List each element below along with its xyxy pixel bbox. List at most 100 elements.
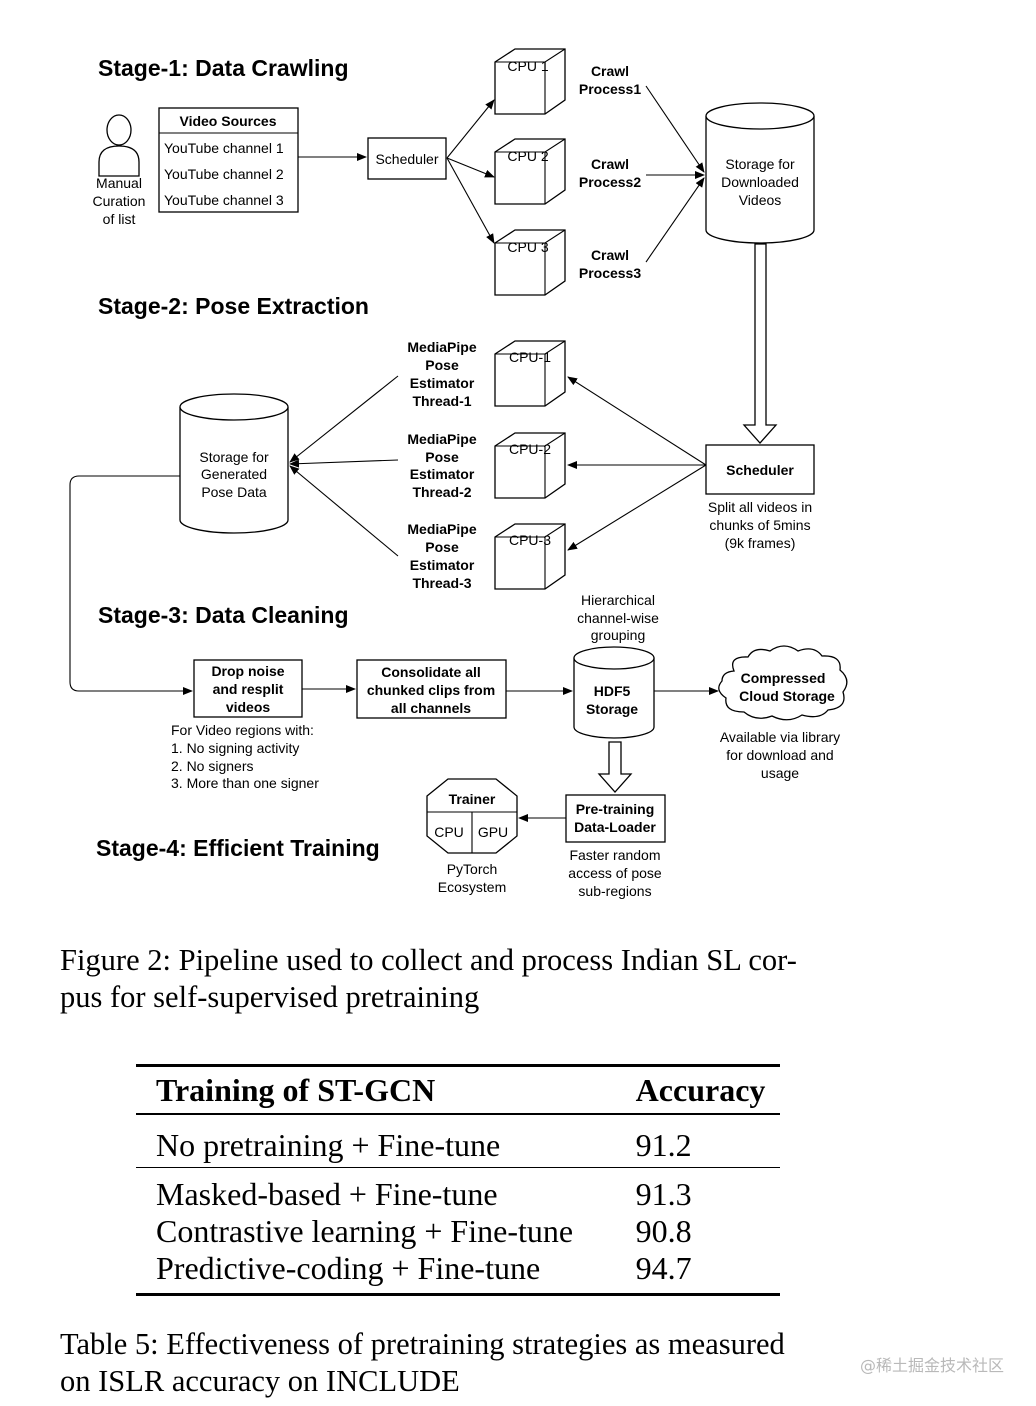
cpu-cube-s2-3: CPU-3 [494, 523, 566, 590]
cpu-cube-2: CPU 2 [494, 138, 566, 205]
table-cell: Contrastive learning + Fine-tune [156, 1213, 574, 1249]
dataloader-note: Faster random [569, 847, 660, 863]
cpu-cube-3: CPU 3 [494, 229, 566, 296]
table-cell: 90.8 [635, 1213, 692, 1249]
down-arrow-icon [597, 741, 633, 793]
scheduler-stage2: Scheduler [705, 444, 815, 495]
storage-pose-label: Generated [201, 466, 267, 482]
storage-pose-label: Pose Data [201, 484, 267, 500]
video-sources-list: Video Sources YouTube channel 1 YouTube … [158, 107, 299, 213]
stage-3-title: Stage-3: Data Cleaning [98, 602, 349, 628]
grouping-note: grouping [591, 627, 646, 643]
cloud-storage: Compressed Cloud Storage [718, 645, 848, 721]
pose-thread-label: Estimator [410, 466, 475, 482]
pose-thread-label: Pose [425, 357, 459, 373]
dataloader-label: Pre-training [576, 801, 655, 817]
pose-thread-label: MediaPipe [407, 521, 476, 537]
manual-curation-label-3: of list [103, 211, 136, 227]
crawl-process-label: Process3 [579, 265, 641, 281]
drop-noise-label: videos [226, 699, 271, 715]
trainer-cpu-label: CPU [434, 824, 464, 840]
cpu-label: CPU-3 [509, 532, 551, 548]
pose-thread-label: Thread-1 [412, 393, 471, 409]
table-caption: Table 5: Effectiveness of pretraining st… [60, 1326, 860, 1400]
table-header-row: Training of ST-GCN Accuracy [136, 1064, 780, 1115]
cloud-note: usage [761, 765, 799, 781]
scheduler-stage2-label: Scheduler [726, 462, 794, 478]
table-cell: 91.2 [615, 1114, 780, 1168]
consolidate-label: Consolidate all [381, 664, 481, 680]
drop-noise-note: 3. More than one signer [171, 775, 319, 791]
pytorch-label: PyTorch [447, 861, 498, 877]
table-caption-line: on ISLR accuracy on INCLUDE [60, 1364, 460, 1398]
dataloader-box: Pre-training Data-Loader [565, 794, 666, 843]
storage-videos-label: Videos [739, 192, 782, 208]
pose-thread-label: MediaPipe [407, 431, 476, 447]
table-header: Training of ST-GCN [136, 1064, 616, 1115]
crawl-process-label: Process1 [579, 81, 641, 97]
drop-noise-note: For Video regions with: [171, 722, 314, 738]
results-table: Training of ST-GCN Accuracy No pretraini… [136, 1064, 780, 1296]
table-cell: Masked-based + Fine-tune [156, 1176, 498, 1212]
watermark: @稀土掘金技术社区 [859, 1356, 1004, 1375]
pose-thread-label: Estimator [410, 557, 475, 573]
stage-1-title: Stage-1: Data Crawling [98, 55, 349, 81]
scheduler-stage1: Scheduler [367, 137, 447, 180]
cpu-label: CPU 3 [507, 239, 548, 255]
consolidate-label: all channels [391, 700, 471, 716]
cloud-label: Compressed [741, 670, 826, 686]
crawl-process-label: Crawl [591, 247, 629, 263]
crawl-process-label: Crawl [591, 63, 629, 79]
cpu-label: CPU 1 [507, 58, 548, 74]
person-icon [98, 114, 140, 177]
table-cell: 91.3 [635, 1176, 692, 1212]
cloud-note: for download and [726, 747, 833, 763]
storage-downloaded-videos: Storage for Downloaded Videos [705, 102, 815, 244]
video-sources-title: Video Sources [179, 113, 276, 129]
figure-caption-line: Figure 2: Pipeline used to collect and p… [60, 943, 797, 977]
drop-noise-label: Drop noise [211, 663, 284, 679]
table-row: Predictive-coding + Fine-tune 94.7 [136, 1250, 780, 1296]
pose-thread-label: MediaPipe [407, 339, 476, 355]
pipeline-diagram: Stage-1: Data Crawling Stage-2: Pose Ext… [69, 48, 848, 899]
cloud-note: Available via library [720, 729, 840, 745]
drop-noise-label: and resplit [213, 681, 284, 697]
table-row: No pretraining + Fine-tune 91.2 [136, 1114, 780, 1168]
scheduler-note: chunks of 5mins [709, 517, 810, 533]
scheduler-note: Split all videos in [708, 499, 812, 515]
hdf5-label: HDF5 [594, 683, 631, 699]
pose-thread-label: Thread-3 [412, 575, 471, 591]
grouping-note: channel-wise [577, 610, 659, 626]
crawl-process-label: Crawl [591, 156, 629, 172]
storage-pose-label: Storage for [199, 449, 269, 465]
hdf5-storage: HDF5 Storage [573, 646, 655, 739]
trainer-box: Trainer CPU GPU [426, 778, 518, 854]
drop-noise-note: 2. No signers [171, 758, 253, 774]
dataloader-label: Data-Loader [574, 819, 656, 835]
grouping-note: Hierarchical [581, 592, 655, 608]
trainer-gpu-label: GPU [478, 824, 508, 840]
pytorch-label: Ecosystem [438, 879, 506, 895]
pose-thread-label: Pose [425, 539, 459, 555]
table-cell: Predictive-coding + Fine-tune [136, 1250, 616, 1296]
stage-4-title: Stage-4: Efficient Training [96, 835, 380, 861]
manual-curation-label-1: Manual [96, 175, 142, 191]
cpu-cube-s2-2: CPU-2 [494, 432, 566, 499]
consolidate-label: chunked clips from [367, 682, 495, 698]
video-source-item: YouTube channel 2 [164, 166, 284, 182]
manual-curation-label-2: Curation [93, 193, 146, 209]
cpu-label: CPU 2 [507, 148, 548, 164]
video-source-item: YouTube channel 1 [164, 140, 284, 156]
dataloader-note: access of pose [568, 865, 662, 881]
cpu-cube-s2-1: CPU-1 [494, 340, 566, 407]
table-row: Masked-based + Fine-tune 91.3 [136, 1168, 780, 1214]
hdf5-label: Storage [586, 701, 638, 717]
dataloader-note: sub-regions [578, 883, 651, 899]
scheduler-note: (9k frames) [725, 535, 796, 551]
drop-noise-note: 1. No signing activity [171, 740, 299, 756]
video-source-item: YouTube channel 3 [164, 192, 284, 208]
cpu-label: CPU-1 [509, 349, 551, 365]
table-header: Accuracy [615, 1064, 780, 1115]
table-cell: 94.7 [615, 1250, 780, 1296]
storage-videos-label: Storage for [725, 156, 795, 172]
